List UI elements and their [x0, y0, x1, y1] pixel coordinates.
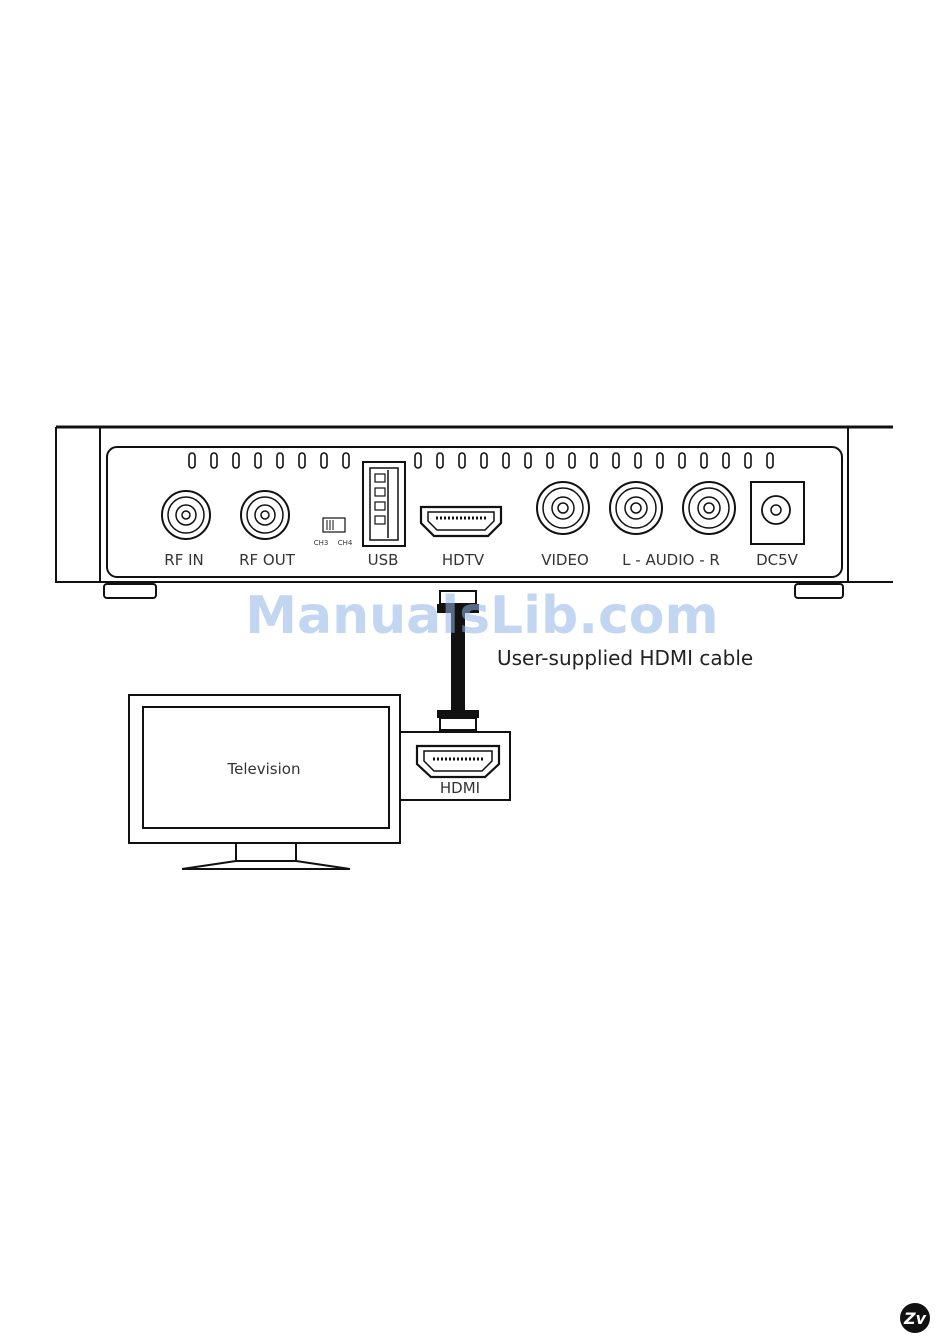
watermark: ManualsLib.com: [245, 586, 718, 646]
port-label-hdtv: HDTV: [442, 551, 485, 569]
vent-slot: [503, 453, 509, 468]
brand-logo: Zv: [900, 1303, 930, 1333]
switch-label-ch3: CH3: [314, 539, 329, 547]
vent-slot: [459, 453, 465, 468]
rf-in-connector: [162, 491, 210, 539]
vent-slot: [321, 453, 327, 468]
vent-slot: [415, 453, 421, 468]
vent-slots: [189, 453, 773, 468]
vent-slot: [591, 453, 597, 468]
vent-slot: [745, 453, 751, 468]
vent-slot: [277, 453, 283, 468]
vent-slot: [481, 453, 487, 468]
tv-screen-label: Television: [227, 760, 301, 778]
switch-label-ch4: CH4: [338, 539, 353, 547]
port-label-rf-out: RF OUT: [239, 551, 296, 569]
vent-slot: [679, 453, 685, 468]
port-label-video: VIDEO: [541, 551, 589, 569]
vent-slot: [569, 453, 575, 468]
vent-slot: [233, 453, 239, 468]
vent-slot: [657, 453, 663, 468]
right-foot: [795, 584, 843, 598]
tv-hdmi-label: HDMI: [440, 779, 480, 797]
hdtv-hdmi-port: [421, 507, 501, 536]
video-rca-jack: [537, 482, 589, 534]
vent-slot: [437, 453, 443, 468]
vent-slot: [299, 453, 305, 468]
vent-slot: [767, 453, 773, 468]
vent-slot: [255, 453, 261, 468]
vent-slot: [701, 453, 707, 468]
audio-left-jack: [610, 482, 662, 534]
cable-label: User-supplied HDMI cable: [497, 646, 753, 670]
port-label-rf-in: RF IN: [164, 551, 203, 569]
left-foot: [104, 584, 156, 598]
audio-right-jack: [683, 482, 735, 534]
channel-switch: CH3 CH4: [314, 518, 353, 547]
dc-power-jack: [751, 482, 804, 544]
vent-slot: [613, 453, 619, 468]
tv-hdmi-input: HDMI: [400, 732, 510, 800]
television: Television: [129, 695, 400, 869]
brand-logo-text: Zv: [903, 1309, 927, 1328]
vent-slot: [343, 453, 349, 468]
vent-slot: [635, 453, 641, 468]
vent-slot: [211, 453, 217, 468]
vent-slot: [547, 453, 553, 468]
usb-connector: [363, 462, 405, 546]
vent-slot: [525, 453, 531, 468]
receiver-back-panel: CH3 CH4: [56, 427, 893, 598]
port-label-audio: L - AUDIO - R: [622, 551, 720, 569]
port-label-dc: DC5V: [756, 551, 799, 569]
port-label-usb: USB: [368, 551, 399, 569]
vent-slot: [189, 453, 195, 468]
rf-out-connector: [241, 491, 289, 539]
vent-slot: [723, 453, 729, 468]
